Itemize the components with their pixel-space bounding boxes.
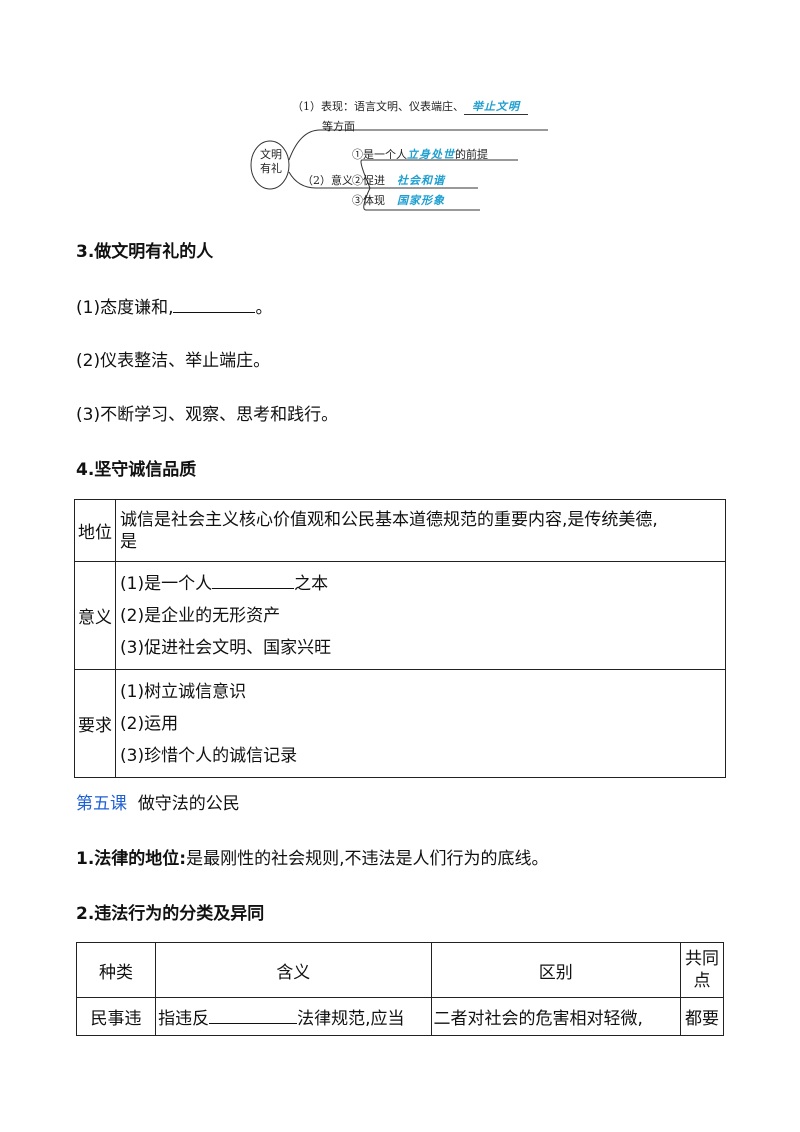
mind-map: 文明 有礼 （1）表现：语言文明、仪表端庄、举止文明 等方面 （2）意义 ①是一… <box>240 90 570 220</box>
mind-map-sub-1: ①是一个人立身处世的前提 <box>352 148 488 161</box>
table-row-status: 地位 诚信是社会主义核心价值观和公民基本道德规范的重要内容,是传统美德, 是 <box>74 499 726 562</box>
lesson-5-heading: 第五课 做守法的公民 <box>76 794 240 814</box>
fill-blank <box>212 572 295 589</box>
header-type: 种类 <box>75 942 157 998</box>
row-meaning: 指违反法律规范,应当 <box>155 997 432 1036</box>
row-content-meaning: (1)是一个人之本 (2)是企业的无形资产 (3)促进社会文明、国家兴旺 <box>115 561 726 670</box>
row-difference: 二者对社会的危害相对轻微, <box>430 997 681 1036</box>
section-3-item-3: (3)不断学习、观察、思考和践行。 <box>76 405 339 425</box>
row-label-meaning: 意义 <box>74 561 116 670</box>
mind-map-sub-3: ③体现国家形象 <box>352 194 445 207</box>
violation-table: 种类 含义 区别 共同 点 民事违 指违反法律规范,应当 二者对社会的危害相对轻… <box>75 942 725 1036</box>
table-row-requirement: 要求 (1)树立诚信意识 (2)运用 (3)珍惜个人的诚信记录 <box>74 669 726 778</box>
lesson-5-link[interactable]: 第五课 <box>76 794 127 814</box>
mind-map-root: 文明 有礼 <box>260 148 282 175</box>
row-content-status: 诚信是社会主义核心价值观和公民基本道德规范的重要内容,是传统美德, 是 <box>115 499 726 562</box>
section-4-title: 4.坚守诚信品质 <box>76 460 197 480</box>
mind-map-lines <box>250 129 548 211</box>
header-meaning: 含义 <box>155 942 432 998</box>
table-row-meaning: 意义 (1)是一个人之本 (2)是企业的无形资产 (3)促进社会文明、国家兴旺 <box>74 561 726 670</box>
mind-map-branch-2: （2）意义 <box>302 174 353 187</box>
row-common: 都要 <box>679 997 725 1036</box>
table-row: 民事违 指违反法律规范,应当 二者对社会的危害相对轻微, 都要 <box>75 997 725 1036</box>
section-2-title: 2.违法行为的分类及异同 <box>76 904 265 924</box>
fill-blank <box>209 1007 298 1024</box>
row-type: 民事违 <box>75 997 157 1036</box>
row-label-requirement: 要求 <box>74 669 116 778</box>
row-content-requirement: (1)树立诚信意识 (2)运用 (3)珍惜个人的诚信记录 <box>115 669 726 778</box>
section-3-item-2: (2)仪表整洁、举止端庄。 <box>76 351 271 371</box>
header-common: 共同 点 <box>679 942 725 998</box>
section-3-item-1: (1)态度谦和,。 <box>76 296 273 318</box>
table-header-row: 种类 含义 区别 共同 点 <box>75 942 725 998</box>
honesty-table: 地位 诚信是社会主义核心价值观和公民基本道德规范的重要内容,是传统美德, 是 意… <box>74 499 726 778</box>
fill-blank <box>173 296 256 313</box>
answer-jubu-wenming: 举止文明 <box>464 98 528 115</box>
header-difference: 区别 <box>430 942 681 998</box>
row-label-status: 地位 <box>74 499 116 562</box>
mind-map-sub-2: ②促进社会和谐 <box>352 174 445 187</box>
section-3-title: 3.做文明有礼的人 <box>76 242 214 262</box>
mind-map-branch-1: （1）表现：语言文明、仪表端庄、举止文明 <box>292 98 528 115</box>
mind-map-branch-1-cont: 等方面 <box>322 120 355 133</box>
law-status: 1.法律的地位:是最刚性的社会规则,不违法是人们行为的底线。 <box>76 849 549 869</box>
